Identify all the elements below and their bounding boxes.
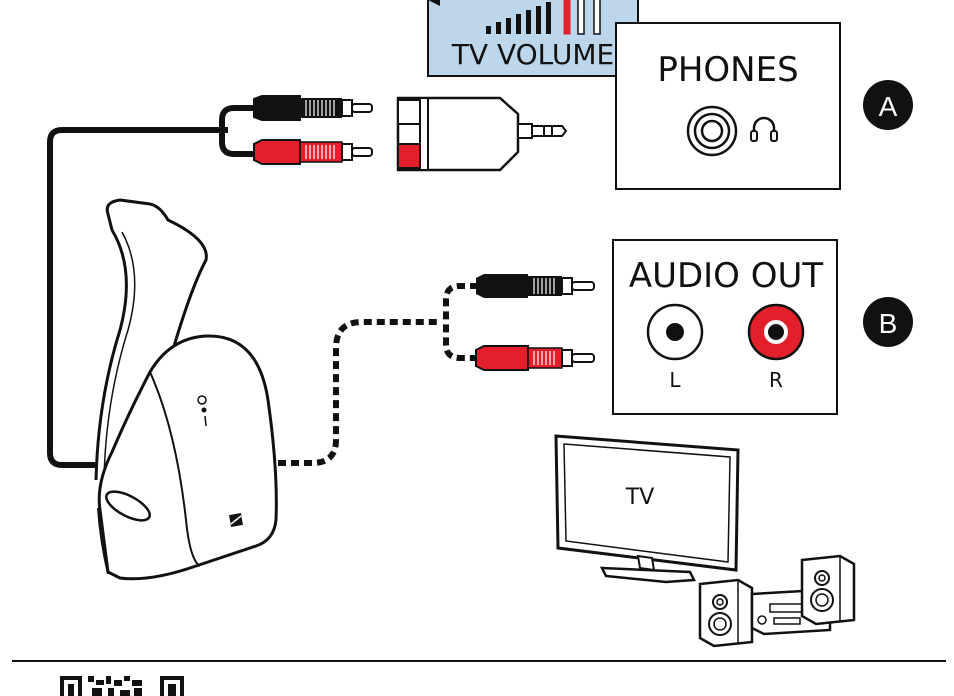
- tv-volume-panel-bg: [427, 0, 639, 77]
- volume-bars: [486, 0, 601, 35]
- cable-a-split: [219, 105, 260, 157]
- audio-out-panel: AUDIO OUT L R: [612, 239, 838, 415]
- audio-out-label: AUDIO OUT: [629, 256, 824, 296]
- badge-b: B: [863, 297, 913, 347]
- volume-arrow-icon: [428, 0, 440, 6]
- tv-volume-panel: TV VOLUME: [427, 0, 639, 77]
- cable-a: [47, 95, 568, 468]
- right-channel-label: R: [769, 368, 783, 392]
- badge-b-label: B: [879, 308, 898, 339]
- cable-a-line: [47, 127, 228, 468]
- volume-bar: [516, 14, 521, 34]
- volume-bar: [496, 22, 501, 34]
- jack-left-icon: [646, 303, 704, 361]
- badge-a-label: A: [879, 91, 898, 122]
- tv-label: TV: [625, 485, 655, 510]
- cable-b-split: [443, 283, 478, 361]
- left-channel-label: L: [669, 368, 681, 392]
- rca-plug-red-b-icon: [475, 345, 595, 371]
- rca-plug-black-icon: [253, 95, 373, 121]
- volume-bar-empty: [577, 0, 585, 35]
- rca-plug-red-icon: [253, 139, 373, 165]
- stereo-system-icon: [698, 554, 856, 648]
- headphone-icon: [750, 116, 778, 142]
- qr-code-icon: [60, 676, 184, 696]
- phones-label: PHONES: [657, 50, 798, 90]
- volume-bar: [536, 6, 541, 34]
- phones-panel: PHONES: [615, 22, 841, 190]
- volume-bar-active: [563, 0, 571, 35]
- cable-b: [278, 274, 595, 466]
- jack-right-icon: [747, 303, 805, 361]
- tv-icon: TV: [554, 434, 740, 584]
- volume-bar-empty: [593, 0, 601, 35]
- tv-volume-label: TV VOLUME: [451, 38, 614, 71]
- phones-jack-icon: [686, 105, 738, 157]
- volume-bar: [546, 2, 551, 34]
- volume-bar: [506, 18, 511, 34]
- badge-a: A: [863, 80, 913, 130]
- volume-bar: [526, 10, 531, 34]
- rca-to-jack-adapter-icon: [396, 96, 568, 172]
- rca-plug-black-b-icon: [476, 274, 595, 298]
- headphone-stand-icon: [94, 198, 278, 581]
- phones-panel-frame: [615, 22, 841, 190]
- cable-b-line: [278, 319, 440, 466]
- volume-bar: [486, 26, 491, 34]
